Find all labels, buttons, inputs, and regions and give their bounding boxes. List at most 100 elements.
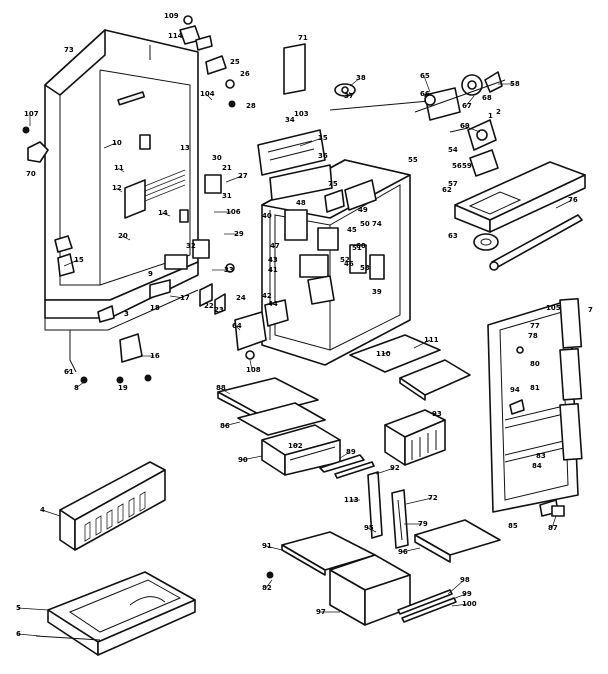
callout-82: 82 <box>262 584 272 592</box>
callout-108: 108 <box>246 366 261 374</box>
leader-69 <box>463 125 481 133</box>
callout-88: 88 <box>216 384 226 392</box>
callout-2: 2 <box>496 108 501 116</box>
leader-91 <box>265 545 283 551</box>
callout-80: 80 <box>530 360 540 368</box>
callout-31: 31 <box>222 192 232 200</box>
toe-grille <box>59 461 166 551</box>
callout-52: 52 <box>340 256 350 264</box>
callout-21: 21 <box>222 164 232 172</box>
callout-38: 38 <box>356 74 366 82</box>
callout-105: 105 <box>546 304 561 312</box>
callout-27: 27 <box>238 172 248 180</box>
leader-4 <box>41 509 61 517</box>
ice-bin <box>384 409 446 466</box>
callout-65: 65 <box>420 72 430 80</box>
leader-67 <box>465 95 475 107</box>
leader-8 <box>75 381 85 389</box>
leader-99 <box>449 593 467 601</box>
leader-82 <box>265 579 273 589</box>
callout-10: 10 <box>112 139 122 147</box>
callout-29: 29 <box>234 230 244 238</box>
callout-83: 83 <box>536 452 546 460</box>
drawer-rails <box>367 471 409 549</box>
callout-114: 114 <box>168 32 183 40</box>
leader-64 <box>235 325 241 331</box>
callout-48: 48 <box>296 199 306 207</box>
callout-92: 92 <box>390 464 400 472</box>
callout-36: 36 <box>318 152 328 160</box>
callout-45: 45 <box>347 226 357 234</box>
callout-106: 106 <box>226 208 241 216</box>
leader-86 <box>223 421 241 427</box>
callout-61: 61 <box>64 368 74 376</box>
callout-16: 16 <box>150 352 160 360</box>
callout-37: 37 <box>344 92 354 100</box>
callout-47: 47 <box>270 242 280 250</box>
callout-17: 17 <box>180 294 190 302</box>
leader-37 <box>347 91 351 97</box>
callout-60: 60 <box>356 242 366 250</box>
callout-6: 6 <box>16 630 21 638</box>
callout-96: 96 <box>398 548 408 556</box>
callout-4: 4 <box>40 506 45 514</box>
callout-49: 49 <box>358 206 368 214</box>
callout-39: 39 <box>372 288 382 296</box>
callout-86: 86 <box>220 422 230 430</box>
callout-42: 42 <box>262 292 272 300</box>
callout-97: 97 <box>316 608 326 616</box>
callout-35: 35 <box>318 134 328 142</box>
callout-11: 11 <box>114 164 124 172</box>
leader-108 <box>249 359 253 371</box>
callout-20: 20 <box>118 232 128 240</box>
leader-111 <box>413 339 431 349</box>
callout-104: 104 <box>200 90 215 98</box>
callout-69: 69 <box>460 122 470 130</box>
callout-99: 99 <box>462 590 472 598</box>
lower-tray <box>414 519 501 563</box>
callout-110: 110 <box>376 350 391 358</box>
leader-100 <box>451 603 469 607</box>
leader-87 <box>551 515 557 529</box>
callout-14: 14 <box>158 209 168 217</box>
connector-87 <box>551 505 565 517</box>
leader-17 <box>169 295 185 299</box>
crisper-drawers-lower <box>266 531 411 626</box>
freezer-internal-parts <box>234 179 385 360</box>
callout-28: 28 <box>246 102 256 110</box>
callout-51: 51 <box>352 244 362 252</box>
callout-95: 95 <box>364 524 374 532</box>
callout-84: 84 <box>532 462 542 470</box>
callout-67: 67 <box>462 102 472 110</box>
liner-brackets <box>139 134 235 315</box>
callout-63: 63 <box>448 232 458 240</box>
leader-20 <box>121 235 131 241</box>
callout-18: 18 <box>150 304 160 312</box>
callout-44: 44 <box>268 300 278 308</box>
callout-7: 7 <box>588 306 593 314</box>
callout-1: 1 <box>488 112 493 120</box>
callout-85: 85 <box>508 522 518 530</box>
callout-54: 54 <box>448 146 458 154</box>
callout-30: 30 <box>212 154 222 162</box>
callout-12: 12 <box>112 184 122 192</box>
rail-and-gear <box>473 214 583 271</box>
leader-90 <box>241 455 263 461</box>
callout-103: 103 <box>294 110 309 118</box>
callout-19: 19 <box>118 384 128 392</box>
leader-6 <box>17 633 41 637</box>
evaporator-coil <box>124 169 186 219</box>
callout-98: 98 <box>460 576 470 584</box>
leader-10 <box>103 142 117 149</box>
leader-102 <box>293 443 299 447</box>
drain-pan <box>35 571 196 656</box>
evaporator-cover <box>257 129 333 201</box>
callout-68: 68 <box>482 94 492 102</box>
callout-90: 90 <box>238 456 248 464</box>
callout-8: 8 <box>74 384 79 392</box>
callout-77: 77 <box>530 322 540 330</box>
top-hinge-parts <box>179 15 236 108</box>
callout-46: 46 <box>344 260 354 268</box>
leader-11 <box>117 167 125 173</box>
